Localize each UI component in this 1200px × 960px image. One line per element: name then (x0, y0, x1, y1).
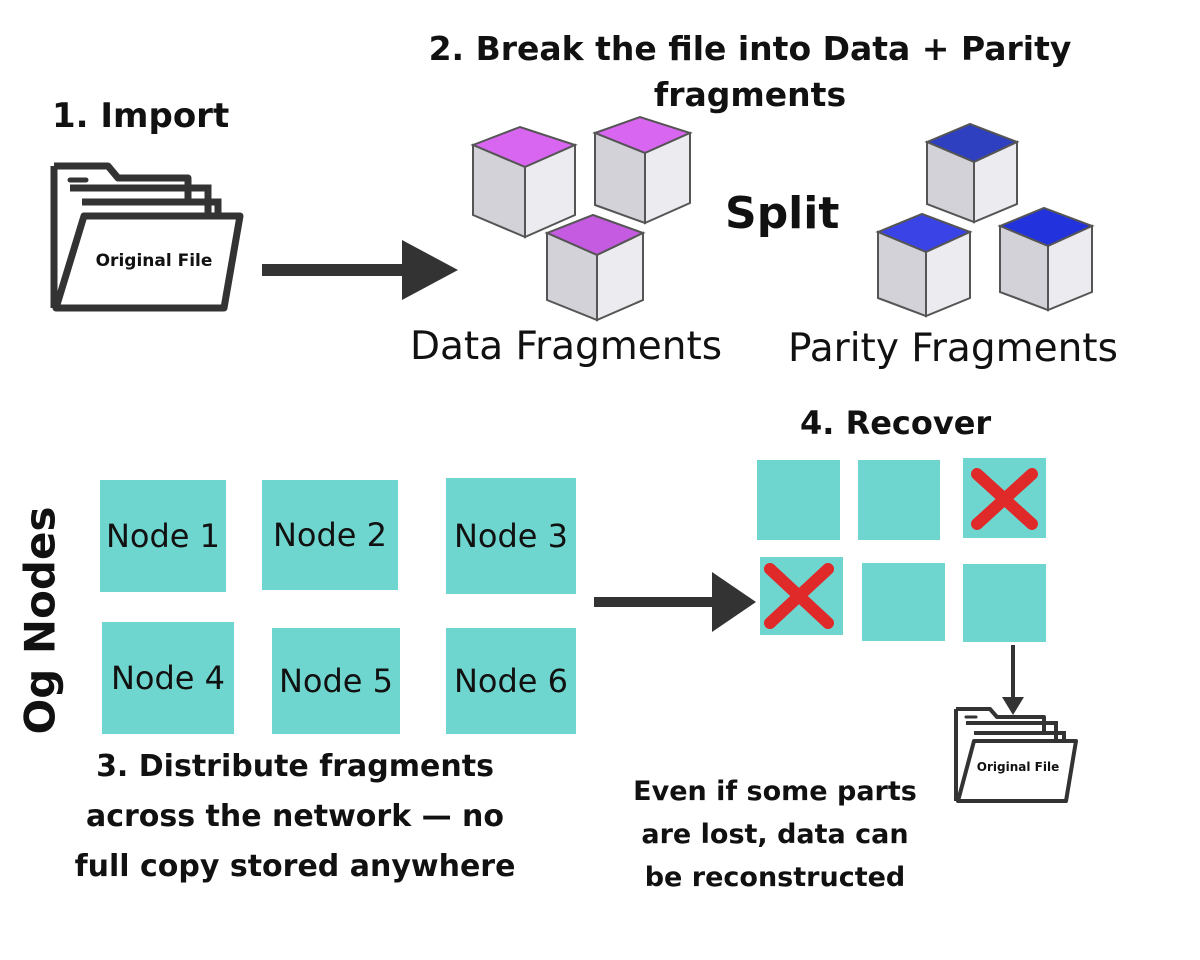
node-2: Node 2 (262, 480, 398, 590)
step1-title: 1. Import (52, 96, 230, 136)
parity-fragments-cubes (875, 122, 1095, 318)
recover-cell-2 (858, 460, 940, 540)
recover-cell-4-lost (760, 557, 843, 635)
step3-caption-line2: across the network — no (85, 799, 505, 834)
step2-title-line2: fragments (653, 75, 847, 114)
step2-title-line1: 2. Break the file into Data + Parity (428, 29, 1072, 68)
step3-caption-line1: 3. Distribute fragments (96, 749, 494, 784)
step3-caption: 3. Distribute fragments across the netwo… (50, 742, 540, 892)
og-nodes-label: Og Nodes (10, 490, 70, 750)
split-label: Split (725, 188, 840, 239)
data-fragments-label: Data Fragments (410, 324, 723, 369)
node-1: Node 1 (100, 480, 226, 592)
arrow-right-icon (262, 240, 458, 300)
recover-note-line3: be reconstructed (644, 862, 906, 893)
recover-cell-5 (862, 563, 945, 641)
data-cube-2 (592, 115, 693, 225)
node-3: Node 3 (446, 478, 576, 594)
recover-cell-6 (963, 564, 1046, 642)
step3-caption-line3: full copy stored anywhere (74, 849, 516, 884)
node-4: Node 4 (102, 622, 234, 734)
original-file-folder-icon: Original File (50, 162, 244, 312)
parity-cube-2 (875, 212, 973, 318)
recover-cell-1 (757, 460, 840, 540)
data-cube-1 (470, 125, 578, 239)
og-nodes-text: Og Nodes (15, 506, 65, 734)
step4-title: 4. Recover (800, 404, 992, 442)
recover-note-line1: Even if some parts (633, 776, 917, 807)
step2-title: 2. Break the file into Data + Parity fra… (400, 26, 1100, 118)
recovered-file-label: Original File (977, 760, 1059, 774)
lost-cross-icon (764, 563, 834, 629)
parity-fragments-label: Parity Fragments (788, 326, 1118, 371)
arrow-right-icon (594, 572, 756, 632)
parity-cube-3 (997, 206, 1095, 312)
data-cube-3 (544, 213, 646, 322)
node-5: Node 5 (272, 628, 400, 734)
node-6: Node 6 (446, 628, 576, 734)
parity-cube-1 (924, 122, 1020, 224)
recover-note: Even if some parts are lost, data can be… (600, 770, 950, 899)
recovered-file-folder-icon: Original File (954, 707, 1078, 803)
arrow-down-icon (1002, 645, 1024, 715)
recover-cell-3-lost (963, 458, 1046, 538)
data-fragments-cubes (470, 115, 693, 322)
lost-cross-icon (971, 468, 1038, 530)
original-file-label: Original File (96, 251, 213, 271)
recover-note-line2: are lost, data can (641, 819, 909, 850)
